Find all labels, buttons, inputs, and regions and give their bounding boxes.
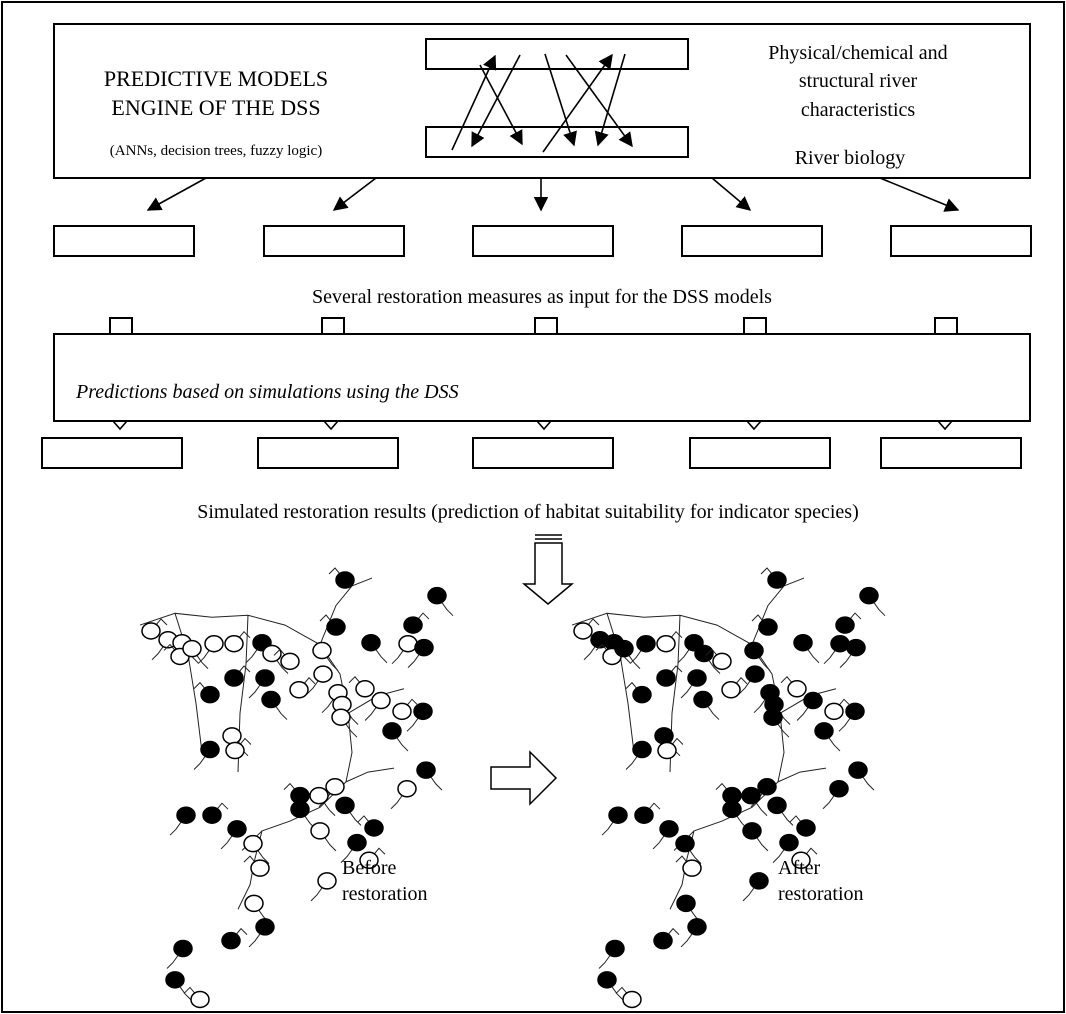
physchem-line2: structural river [799, 70, 918, 92]
inner-top-box [425, 38, 689, 70]
predictions-box [53, 333, 1031, 422]
physchem-line3: characteristics [801, 99, 916, 121]
before-label-line1: Before [342, 857, 397, 879]
prediction-output-markers [112, 420, 953, 431]
model-connections [451, 53, 633, 153]
measure-connectors [109, 317, 958, 335]
before-label-line2: restoration [342, 883, 428, 905]
engine-output-arrows [146, 177, 960, 212]
engine-title-line1: PREDICTIVE MODELS [104, 66, 328, 91]
predictions-caption: Predictions based on simulations using t… [75, 381, 459, 403]
right-hollow-arrow [490, 750, 558, 806]
result-boxes [41, 437, 1022, 469]
measure-boxes [53, 225, 1032, 257]
river-network-after [571, 567, 886, 1009]
engine-title-line2: ENGINE OF THE DSS [111, 95, 320, 120]
down-hollow-arrow [521, 534, 575, 605]
engine-methods: (ANNs, decision trees, fuzzy logic) [110, 143, 322, 159]
after-label-line2: restoration [778, 883, 864, 905]
measures-caption: Several restoration measures as input fo… [312, 286, 772, 308]
after-label-line1: After [778, 857, 821, 879]
river-biology-label: River biology [795, 147, 906, 169]
results-caption: Simulated restoration results (predictio… [197, 501, 859, 523]
physchem-line1: Physical/chemical and [768, 42, 947, 64]
river-network-before [139, 567, 454, 1009]
